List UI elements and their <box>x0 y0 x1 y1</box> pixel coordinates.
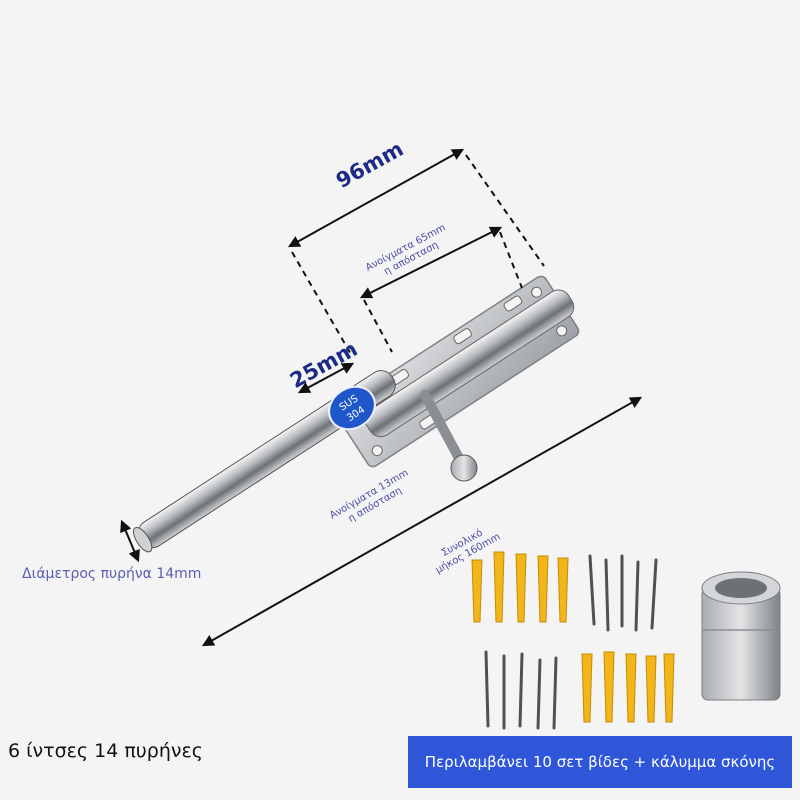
screw-icon <box>484 650 558 730</box>
dust-cover-icon <box>701 571 781 701</box>
included-items-text: Περιλαμβάνει 10 σετ βίδες + κάλυμμα σκόν… <box>424 753 776 771</box>
wall-anchor-icon <box>471 551 569 623</box>
dimension-lines <box>120 148 643 647</box>
screw-icon <box>588 554 658 632</box>
dim-160mm-line <box>201 396 643 647</box>
dim-96mm-line <box>287 148 465 248</box>
dim-96mm-ext-right <box>465 154 545 267</box>
size-spec-text: 6 ίντσες 14 πυρήνες <box>8 740 203 762</box>
dim-25mm-line <box>297 362 355 394</box>
dim-65mm-ext-left <box>363 299 393 353</box>
dim-65mm-line <box>359 226 503 299</box>
accessories <box>471 551 781 730</box>
dim-14mm-line <box>120 519 140 563</box>
mounting-plate <box>334 275 580 468</box>
included-items-banner: Περιλαμβάνει 10 σετ βίδες + κάλυμμα σκόν… <box>408 736 792 788</box>
wall-anchor-icon <box>581 651 675 723</box>
dim-65mm-ext-right <box>499 231 523 289</box>
core-diameter-label: Διάμετρος πυρήνα 14mm <box>22 566 202 582</box>
dim-96mm-ext-left <box>291 251 353 357</box>
